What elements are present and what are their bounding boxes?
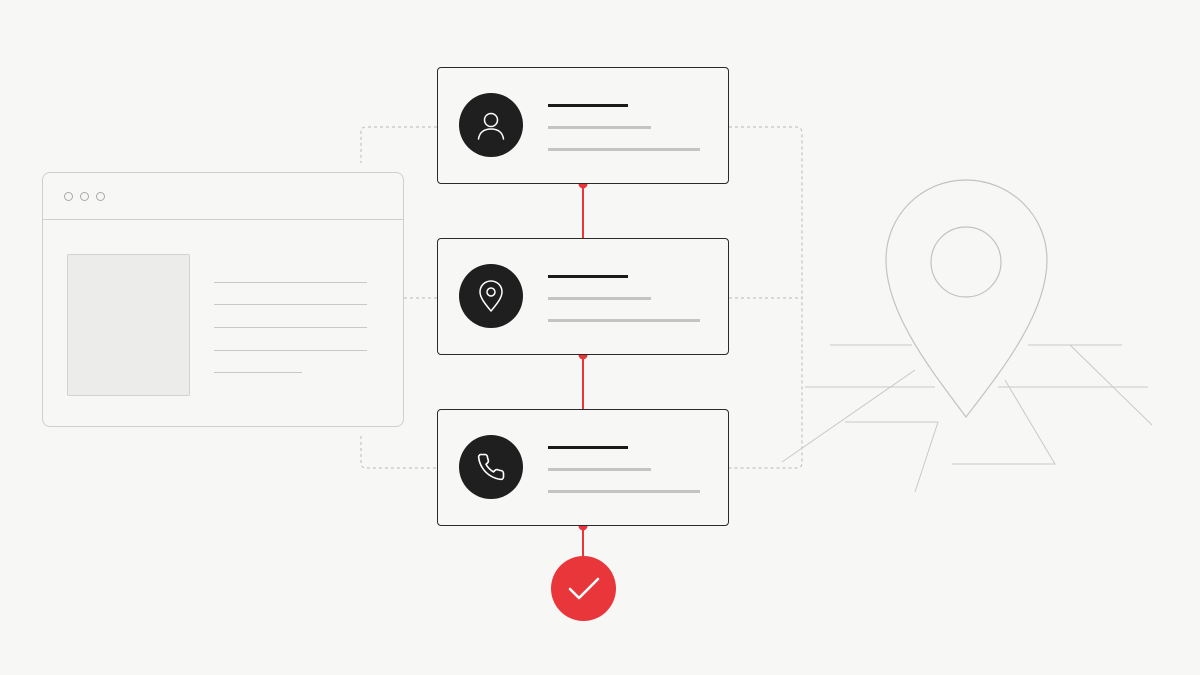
text-line-placeholder: [214, 282, 367, 283]
card-text-placeholder: [548, 148, 700, 151]
dashed-connector-top-left: [360, 126, 437, 163]
card-text-placeholder: [548, 319, 700, 322]
phone-icon: [459, 435, 523, 499]
map-pin-icon: [885, 179, 1048, 418]
text-line-placeholder: [214, 372, 302, 373]
image-placeholder: [67, 254, 190, 396]
user-icon: [459, 93, 523, 157]
location-pin-icon: [459, 264, 523, 328]
dashed-connector-bottom-left: [360, 436, 437, 469]
checkmark-icon: [551, 556, 616, 621]
card-title-placeholder: [548, 275, 628, 278]
text-line-placeholder: [214, 327, 367, 328]
card-text-placeholder: [548, 297, 651, 300]
browser-title-bar: [43, 173, 403, 220]
card-title-placeholder: [548, 104, 628, 107]
card-title-placeholder: [548, 446, 628, 449]
card-text-placeholder: [548, 490, 700, 493]
text-line-placeholder: [214, 350, 367, 351]
phone-step-card: [437, 409, 729, 526]
text-line-placeholder: [214, 304, 367, 305]
card-text-placeholder: [548, 126, 651, 129]
window-dot-icon: [80, 192, 89, 201]
profile-step-card: [437, 67, 729, 184]
location-step-card: [437, 238, 729, 355]
window-dot-icon: [96, 192, 105, 201]
browser-window: [42, 172, 404, 427]
window-dot-icon: [64, 192, 73, 201]
card-text-placeholder: [548, 468, 651, 471]
map-sketch: [781, 344, 1153, 493]
